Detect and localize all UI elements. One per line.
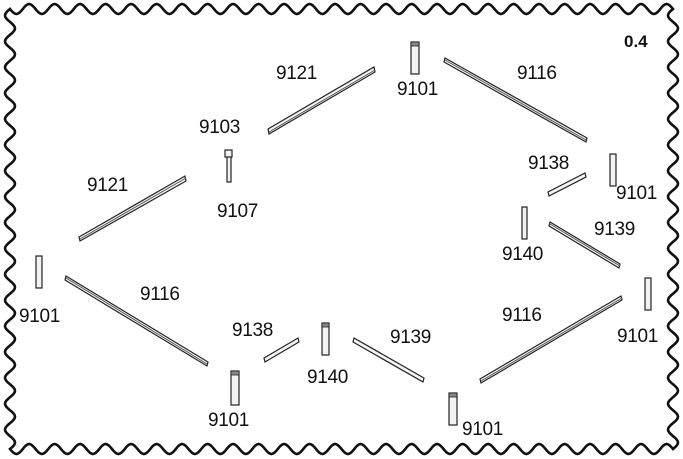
rail-shading [65, 59, 623, 382]
post-9101-right-upper [609, 153, 617, 187]
cap-9103 [224, 149, 233, 158]
post-9140-bottom [321, 322, 330, 356]
rail-9138-bottom [263, 337, 300, 363]
label-9139-bottom: 9139 [390, 327, 432, 348]
step-number: 0.4 [624, 32, 648, 51]
label-9101-left: 9101 [19, 306, 61, 327]
post-9101-right-lower [644, 277, 652, 311]
label-9107: 9107 [217, 201, 259, 222]
label-9101-top: 9101 [397, 79, 439, 100]
label-9116-left: 9116 [140, 284, 180, 305]
post-9101-top [410, 41, 420, 75]
wavy-frame-border [3, 2, 680, 456]
post-caps [230, 41, 458, 398]
label-9101-bottom-right: 9101 [462, 419, 504, 440]
rail-9139-bottom [352, 337, 425, 383]
label-9101-bottom-left: 9101 [208, 410, 250, 431]
post-9140-right [521, 206, 528, 240]
label-9116-top: 9116 [517, 63, 557, 84]
label-9101-right-upper: 9101 [616, 183, 658, 204]
label-9121-left: 9121 [87, 175, 129, 196]
label-9101-right-lower: 9101 [617, 326, 659, 347]
label-9139-right: 9139 [594, 219, 636, 240]
post-9107 [226, 155, 232, 183]
rail-parts [64, 57, 623, 384]
label-9103: 9103 [199, 117, 241, 138]
post-9101-left [35, 255, 43, 289]
label-9138-right: 9138 [528, 153, 570, 174]
post-9101-bottom-left [230, 370, 240, 406]
post-9101-bottom-right [448, 392, 458, 426]
label-9138-bottom: 9138 [232, 320, 274, 341]
rail-9138-right [547, 172, 587, 197]
label-9116-right: 9116 [502, 305, 542, 326]
label-9140-bottom: 9140 [307, 367, 349, 388]
post-parts [35, 41, 652, 426]
label-9140-right: 9140 [502, 244, 544, 265]
label-9121-top: 9121 [276, 63, 318, 84]
